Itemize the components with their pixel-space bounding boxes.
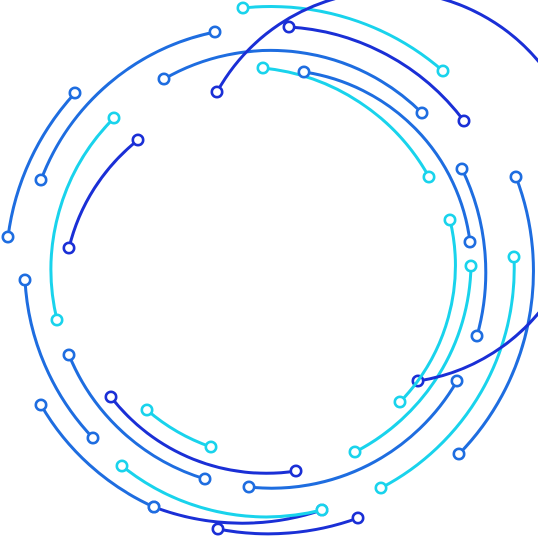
circuit-trace-13 — [162, 48, 424, 115]
circuit-trace-18 — [120, 464, 324, 519]
circuit-node-5-end — [208, 25, 222, 39]
circuit-node-17-start — [62, 348, 76, 362]
circuit-node-10-start — [18, 273, 32, 287]
circuit-trace-10 — [23, 278, 95, 440]
circuit-trace-21 — [215, 0, 538, 383]
circuit-node-4-end — [211, 522, 225, 536]
circuit-node-8-start — [507, 250, 521, 264]
circuit-node-13-start — [157, 72, 171, 86]
circuit-trace-23 — [109, 395, 298, 475]
circuit-node-21-start — [210, 85, 224, 99]
circuit-node-2-start — [236, 1, 250, 15]
circuit-trace-12 — [49, 116, 116, 322]
circuit-node-5-start — [34, 173, 48, 187]
circuit-node-15-start — [464, 259, 478, 273]
circuit-trace-22 — [398, 218, 457, 404]
circuit-node-17-end — [198, 472, 212, 486]
circuit-node-11-end — [147, 500, 161, 514]
circuit-node-23-start — [104, 390, 118, 404]
circuit-node-16-start — [450, 374, 464, 388]
circuit-node-8-end — [374, 481, 388, 495]
circuit-trace-7 — [460, 167, 488, 338]
circuit-node-13-end — [415, 106, 429, 120]
circuit-node-19-end — [131, 133, 145, 147]
circuit-trace-11 — [39, 403, 156, 509]
circuit-trace-14 — [261, 66, 431, 179]
circuit-node-19-start — [62, 241, 76, 255]
circuit-node-18-end — [315, 503, 329, 517]
circuit-trace-2 — [241, 5, 445, 73]
circuit-node-20-start — [297, 65, 311, 79]
circuit-node-1-end — [68, 86, 82, 100]
circuit-node-12-end — [107, 111, 121, 125]
circuit-node-7-end — [470, 329, 484, 343]
circuit-trace-20 — [302, 70, 472, 244]
circuit-trace-16 — [247, 379, 459, 490]
circuit-node-18-start — [115, 459, 129, 473]
circuit-node-24-start — [140, 403, 154, 417]
circuit-node-1-start — [1, 230, 15, 244]
circuit-trace-15 — [353, 264, 473, 454]
circuit-trace-6 — [287, 25, 466, 123]
circuit-node-14-start — [256, 61, 270, 75]
circuit-node-24-end — [204, 440, 218, 454]
circuit-node-12-start — [50, 313, 64, 327]
circuit-trace-3 — [457, 175, 535, 456]
circuit-node-14-end — [422, 170, 436, 184]
circuit-trace-9 — [152, 505, 324, 525]
circuit-node-22-start — [443, 213, 457, 227]
circuit-node-6-end — [457, 114, 471, 128]
circuit-trace-5 — [39, 30, 217, 182]
circuit-node-2-end — [436, 64, 450, 78]
circuit-node-11-start — [34, 398, 48, 412]
circuit-node-15-end — [348, 445, 362, 459]
circuit-trace-19 — [67, 138, 140, 250]
circuit-trace-17 — [67, 353, 207, 481]
circuit-node-3-start — [509, 170, 523, 184]
circuit-trace-4 — [216, 516, 360, 536]
circuit-node-16-end — [242, 480, 256, 494]
circuit-node-4-start — [351, 511, 365, 525]
circuit-node-3-end — [452, 447, 466, 461]
circuit-node-10-end — [86, 431, 100, 445]
circuit-node-23-end — [289, 464, 303, 478]
circuit-node-20-end — [463, 235, 477, 249]
circuit-node-6-start — [282, 20, 296, 34]
circuit-trace-1 — [6, 91, 77, 239]
circuit-trace-8 — [379, 255, 516, 490]
circuit-node-7-start — [455, 162, 469, 176]
circuit-node-22-end — [393, 395, 407, 409]
